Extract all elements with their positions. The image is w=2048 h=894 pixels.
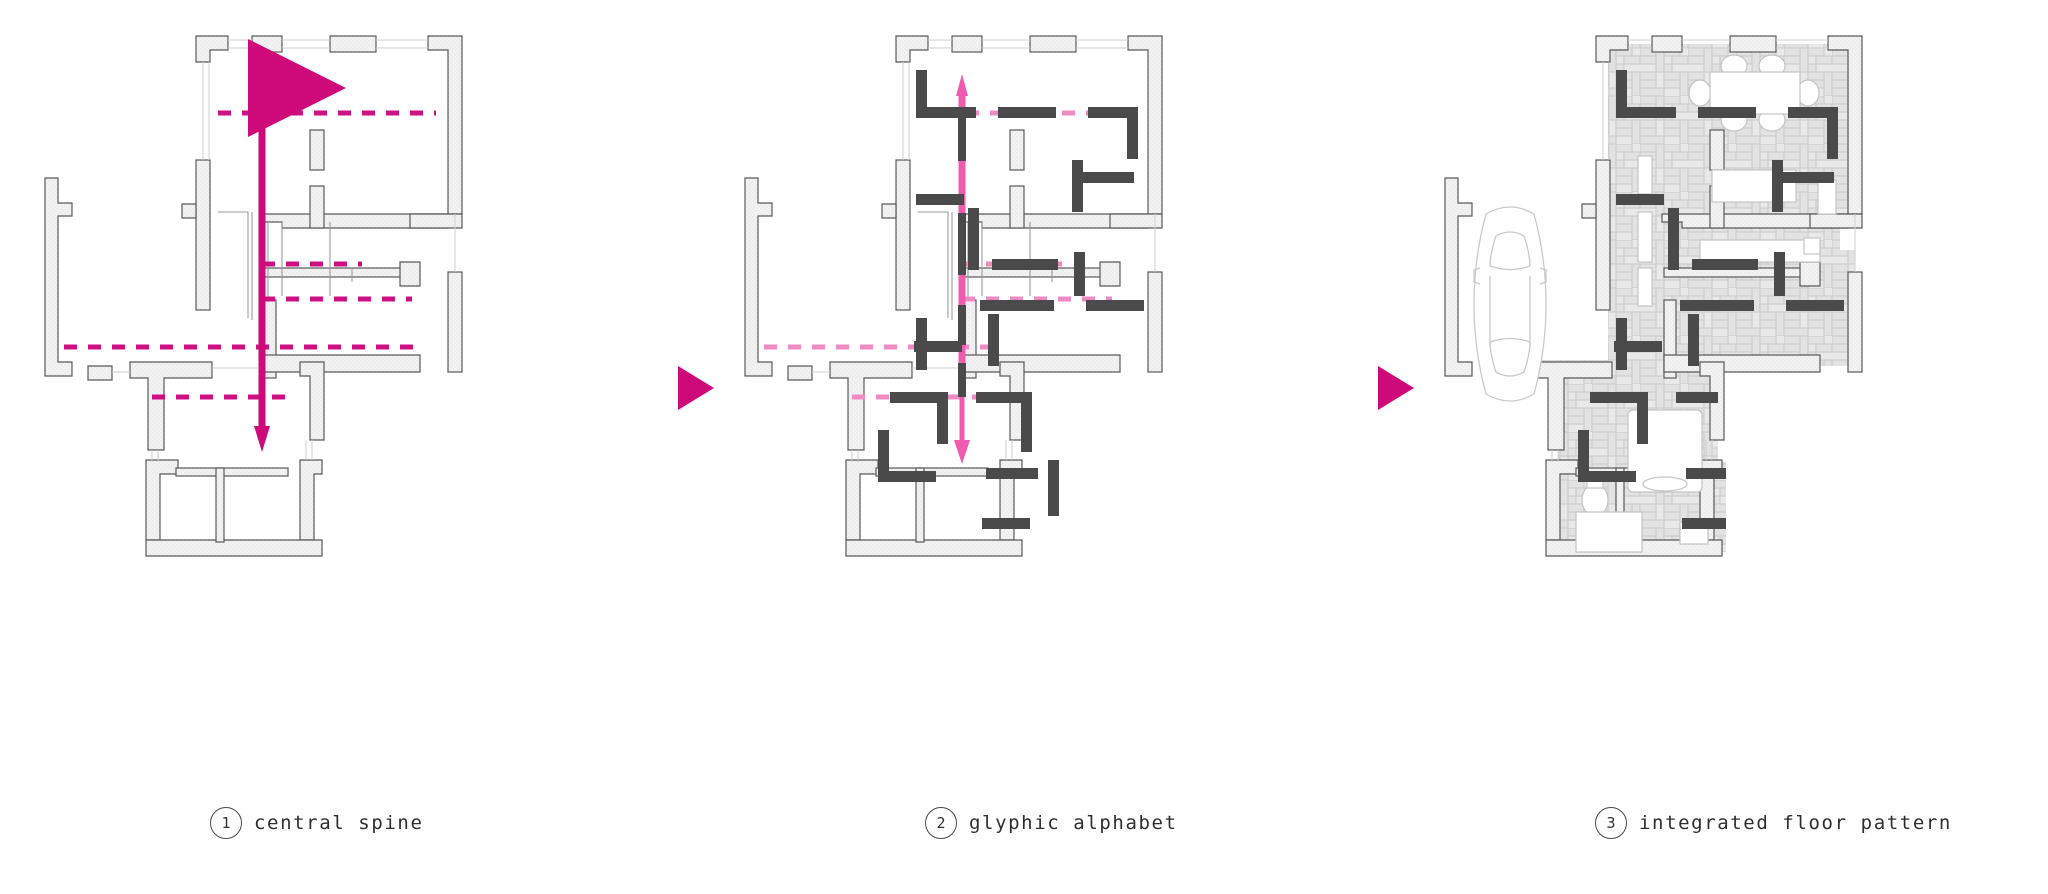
fixture (1637, 267, 1653, 307)
glyph-plank (1676, 392, 1732, 403)
glyph-bar (878, 471, 936, 482)
glyph-plank (1637, 392, 1648, 444)
glyph-plank (1590, 392, 1648, 403)
panel-glyphic-alphabet (700, 0, 1360, 790)
panel-central-spine (0, 0, 660, 790)
plan-openings-2 (812, 39, 1156, 462)
glyph-bar (1086, 300, 1144, 311)
glyph-plank (1788, 107, 1838, 118)
glyph-plank (1786, 300, 1844, 311)
panel-integrated-floor-pattern (1400, 0, 2048, 790)
car-mirrors (1473, 267, 1547, 285)
car-icon (1473, 206, 1547, 402)
step-arrow-2 (1368, 358, 1428, 418)
caption-label: glyphic alphabet (969, 812, 1178, 834)
caption-central-spine: 1 central spine (210, 800, 424, 846)
glyph-plank (1774, 252, 1785, 296)
glyph-plank (1692, 259, 1758, 270)
bathtub (1575, 511, 1643, 553)
glyph-bar (916, 194, 964, 205)
play-triangle-icon (678, 366, 714, 410)
toilet (1581, 483, 1609, 517)
pillow (1642, 476, 1688, 492)
car-rear-window (1489, 337, 1531, 377)
furniture (1575, 54, 1837, 553)
caption-number-badge: 3 (1595, 807, 1627, 839)
plan-partitions-1 (218, 211, 353, 320)
glyph-bar (1072, 172, 1134, 183)
glyph-plank (1614, 341, 1662, 352)
glyph-bar (968, 208, 979, 270)
glyph-plank (1772, 172, 1834, 183)
glyph-plank (1682, 518, 1730, 529)
glyph-plank (1578, 471, 1636, 482)
glyph-bar (988, 314, 999, 366)
fixture (1817, 179, 1837, 215)
glyph-plank (1748, 460, 1759, 516)
glyph-bar (986, 468, 1038, 479)
glyph-bar (998, 107, 1056, 118)
glyph-plank (1827, 107, 1838, 159)
glyph-plank (1688, 314, 1699, 366)
glyph-bar (914, 341, 962, 352)
glyph-plank (1578, 430, 1589, 482)
caption-integrated-floor-pattern: 3 integrated floor pattern (1595, 800, 1952, 846)
floor-plan-2 (744, 35, 1163, 557)
car-doors (1489, 276, 1531, 346)
fixture (1803, 237, 1821, 255)
glyph-bar (1048, 460, 1059, 516)
glyph-plank (1616, 70, 1627, 118)
glyph-bar (1021, 392, 1032, 452)
glyph-bar (992, 259, 1058, 270)
glyph-bar (916, 70, 927, 118)
step-arrow-1 (668, 358, 728, 418)
plan-openings-3 (1551, 39, 1856, 462)
car-windshield (1489, 231, 1531, 271)
glyph-bar (1072, 160, 1083, 212)
glyph-plank (1680, 300, 1754, 311)
glyph-bar (916, 107, 976, 118)
glyph-bars (878, 70, 1144, 529)
glyph-plank (1686, 468, 1738, 479)
floor-plan-3 (1444, 35, 1863, 557)
caption-number-badge: 1 (210, 807, 242, 839)
counter (1699, 239, 1821, 263)
captions-row: 1 central spine 2 glyphic alphabet 3 int… (0, 800, 2048, 880)
glyph-bar (976, 392, 1032, 403)
caption-label: integrated floor pattern (1639, 812, 1952, 834)
glyph-bar (982, 518, 1030, 529)
caption-label: central spine (254, 812, 424, 834)
fixture (1637, 211, 1653, 263)
glyph-plank (1668, 208, 1679, 270)
caption-number-badge: 2 (925, 807, 957, 839)
fixture (1637, 155, 1653, 195)
glyph-bar (890, 392, 948, 403)
segmented-spine (954, 74, 970, 464)
glyph-bar (1088, 107, 1138, 118)
floor-plan-1 (44, 35, 463, 557)
central-spine-arrow (248, 39, 346, 452)
glyph-bar (1127, 107, 1138, 159)
glyph-plank (1616, 194, 1664, 205)
caption-glyphic-alphabet: 2 glyphic alphabet (925, 800, 1178, 846)
glyph-bar (980, 300, 1054, 311)
play-triangle-icon (1378, 366, 1414, 410)
glyph-bar (937, 392, 948, 444)
glyph-plank (1772, 160, 1783, 212)
glyph-bar (1074, 252, 1085, 296)
glyph-bar (878, 430, 889, 482)
glyph-plank (1698, 107, 1756, 118)
chair (1688, 79, 1712, 107)
glyph-plank (1616, 107, 1676, 118)
